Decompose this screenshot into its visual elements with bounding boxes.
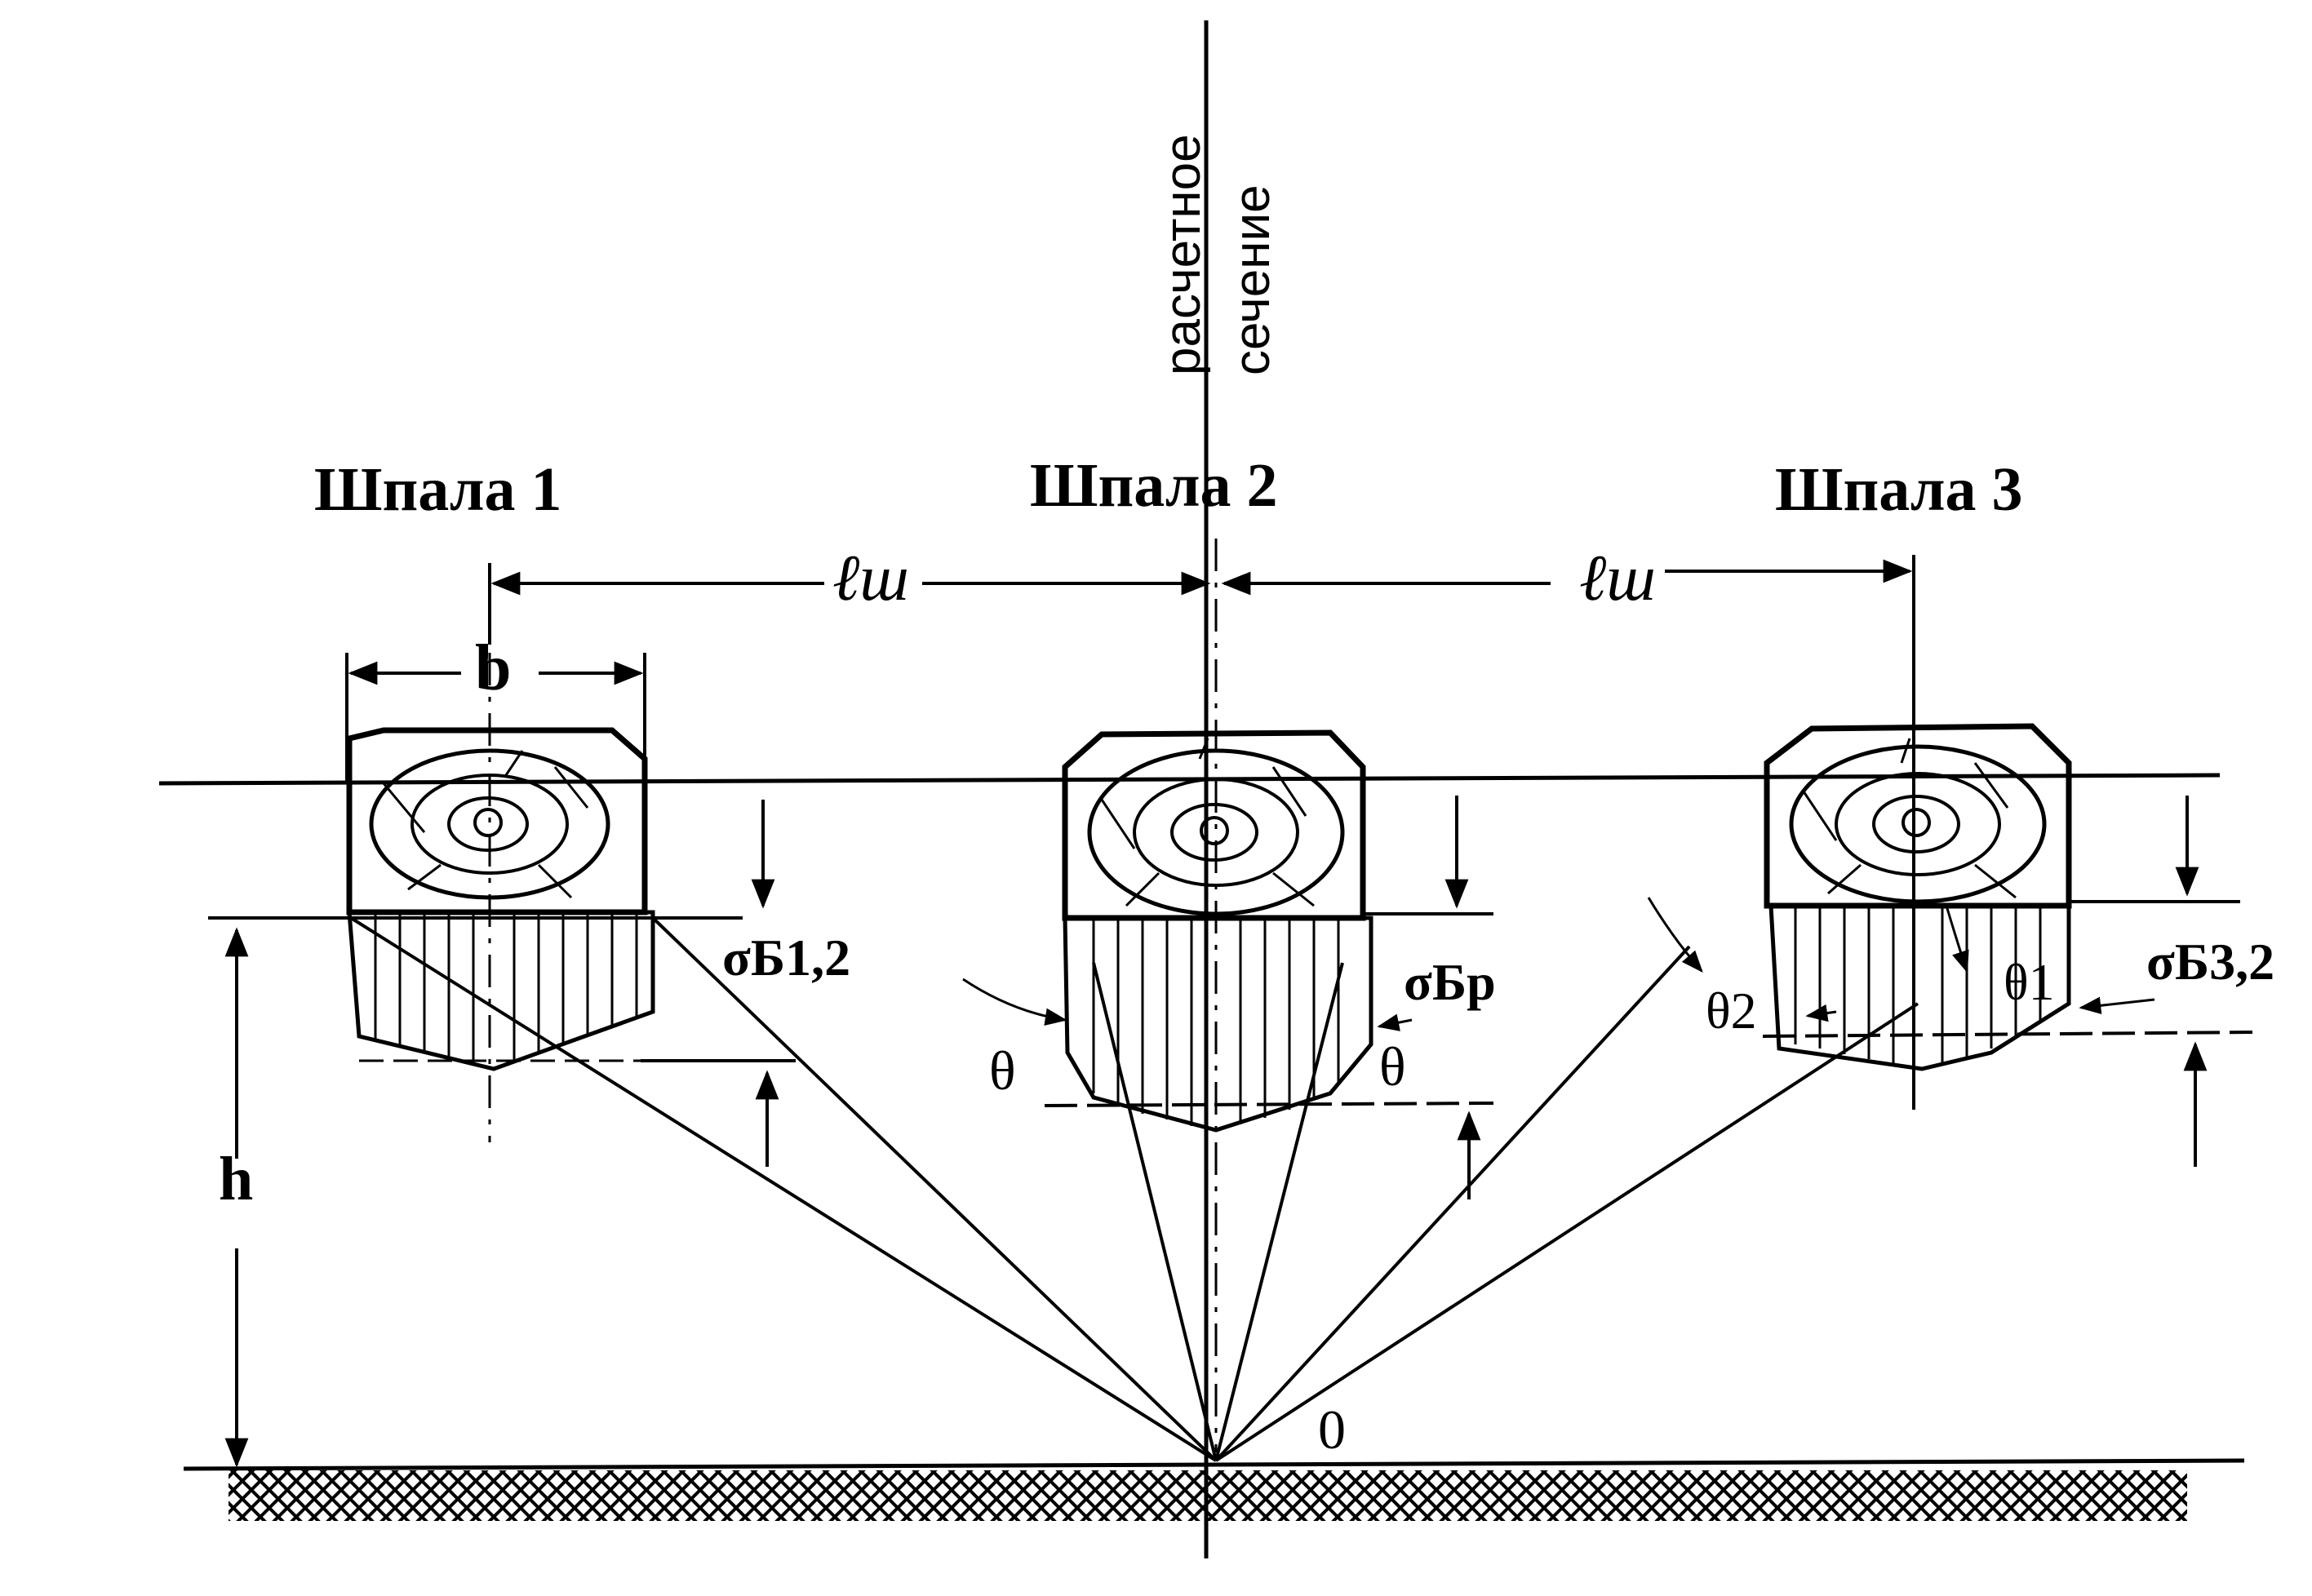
sleeper2 xyxy=(1062,729,1366,921)
spacing-left-label: ℓш xyxy=(832,543,909,614)
depth-label: h xyxy=(219,1145,253,1213)
spacing-dimension: ℓш ℓш xyxy=(488,543,1915,1110)
section-label-line2: сечение xyxy=(1224,184,1280,375)
sleeper3 xyxy=(1764,723,2072,909)
sleeper1 xyxy=(346,653,648,1142)
theta-right-label: θ xyxy=(1379,1035,1406,1097)
sleeper1-title: Шпала 1 xyxy=(314,455,562,524)
sleeper3-title: Шпала 3 xyxy=(1775,455,2023,524)
sleeper1-stress-block: σБ1,2 xyxy=(208,800,850,1167)
theta-2-label: θ2 xyxy=(1706,982,1757,1040)
sleeper2-title: Шпала 2 xyxy=(1030,451,1278,520)
rail-line xyxy=(158,773,2221,786)
sleeper3-stress-label: σБ3,2 xyxy=(2146,933,2274,991)
theta-left-label: θ xyxy=(989,1040,1016,1102)
spacing-right-label: ℓш xyxy=(1579,543,1656,614)
section-label-line1: расчетное xyxy=(1155,134,1211,375)
ground xyxy=(183,1458,2245,1521)
depth-dimension: h xyxy=(219,927,253,1468)
sleeper1-stress-label: σБ1,2 xyxy=(722,929,850,986)
theta-1-label: θ1 xyxy=(2004,953,2055,1011)
sleeper3-stress-block: σБ3,2 θ2 θ1 xyxy=(1647,796,2274,1167)
sleeper2-stress-label: σБр xyxy=(1404,953,1496,1011)
pressure-fan-lines xyxy=(349,916,1919,1462)
origin-label: 0 xyxy=(1318,1399,1346,1461)
width-dimension: b xyxy=(345,632,646,783)
width-label: b xyxy=(475,632,512,704)
section-label: расчетное сечение xyxy=(1155,134,1280,375)
sleeper2-stress-block: σБр θ θ xyxy=(962,796,1496,1199)
